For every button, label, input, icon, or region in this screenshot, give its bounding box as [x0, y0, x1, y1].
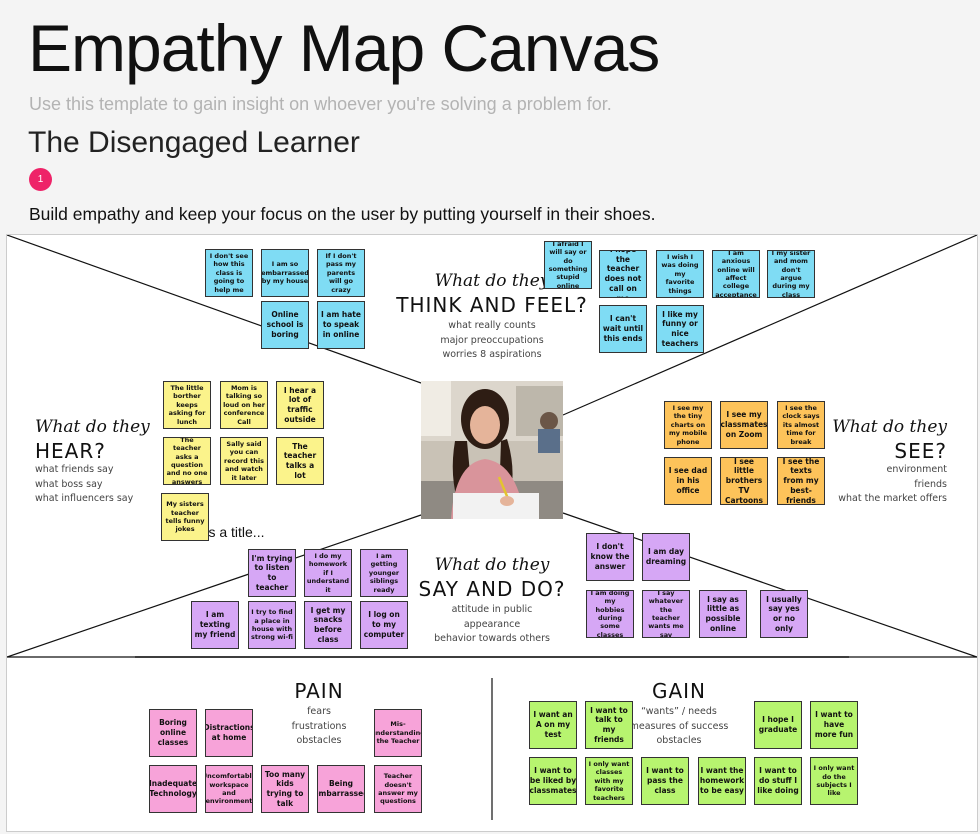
- sticky-note-say[interactable]: I am getting younger siblings ready: [360, 549, 408, 597]
- sticky-note-pain[interactable]: Too many kids trying to talk: [261, 765, 309, 813]
- sticky-note-think[interactable]: I afraid I will say or do something stup…: [544, 241, 592, 289]
- sticky-note-think[interactable]: I my sister and mom don't argue during m…: [767, 250, 815, 298]
- sticky-note-think[interactable]: I don't see how this class is going to h…: [205, 249, 253, 297]
- sticky-note-see[interactable]: I see the clock says its almost time for…: [777, 401, 825, 449]
- sticky-note-say[interactable]: I say as little as possible online: [699, 590, 747, 638]
- sticky-note-see[interactable]: I see my the tiny charts on my mobile ph…: [664, 401, 712, 449]
- page-description: Build empathy and keep your focus on the…: [29, 204, 656, 224]
- sticky-note-see[interactable]: I see the texts from my best-friends: [777, 457, 825, 505]
- sticky-note-hear[interactable]: My sisters teacher tells funny jokes: [161, 493, 209, 541]
- sticky-note-gain[interactable]: I want to do stuff I like doing: [754, 757, 802, 805]
- think-heading: THINK AND FEEL?: [396, 293, 588, 317]
- sticky-note-say[interactable]: I am doing my hobbies during some classe…: [586, 590, 634, 638]
- sticky-note-gain[interactable]: I only want do the subjects I like: [810, 757, 858, 805]
- sticky-note-gain[interactable]: I want to have more fun: [810, 701, 858, 749]
- sticky-note-hear[interactable]: Sally said you can record this and watch…: [220, 437, 268, 485]
- sticky-note-say[interactable]: I say whatever the teacher wants me say: [642, 590, 690, 638]
- sticky-note-hear[interactable]: The little borther keeps asking for lunc…: [163, 381, 211, 429]
- sticky-note-say[interactable]: I log on to my computer: [360, 601, 408, 649]
- sticky-note-think[interactable]: I am so embarrassed by my house: [261, 249, 309, 297]
- sticky-note-see[interactable]: I see little brothers TV Cartoons: [720, 457, 768, 505]
- sticky-note-think[interactable]: I wish I was doing my favorite things: [656, 250, 704, 298]
- sticky-note-gain[interactable]: I want to talk to my friends: [585, 701, 633, 749]
- sticky-note-gain[interactable]: I only want classes with my favorite tea…: [585, 757, 633, 805]
- sticky-note-gain[interactable]: I want an A on my test: [529, 701, 577, 749]
- sticky-note-say[interactable]: I don't know the answer: [586, 533, 634, 581]
- sticky-note-pain[interactable]: Teacher doesn't answer my questions: [374, 765, 422, 813]
- sticky-note-say[interactable]: I am texting my friend: [191, 601, 239, 649]
- sticky-note-pain[interactable]: Boring online classes: [149, 709, 197, 757]
- sticky-note-pain[interactable]: Distractions at home: [205, 709, 253, 757]
- sticky-note-think[interactable]: Online school is boring: [261, 301, 309, 349]
- see-heading: SEE?: [894, 439, 947, 463]
- sticky-note-think[interactable]: I am anxious online will affect college …: [712, 250, 760, 298]
- sticky-note-gain[interactable]: I want the homework to be easy: [698, 757, 746, 805]
- hear-script: What do they: [35, 417, 150, 437]
- sticky-note-say[interactable]: I'm trying to listen to teacher: [248, 549, 296, 597]
- sticky-note-gain[interactable]: I want to be liked by classmates: [529, 757, 577, 805]
- think-script: What do they: [434, 271, 550, 291]
- pain-heading: PAIN: [294, 679, 344, 703]
- sticky-note-pain[interactable]: Being embarrassed: [317, 765, 365, 813]
- comment-badge[interactable]: 1: [29, 168, 52, 191]
- sticky-note-pain[interactable]: Mis-understanding the Teacher: [374, 709, 422, 757]
- persona-title: The Disengaged Learner: [28, 126, 360, 159]
- sticky-note-say[interactable]: I try to find a place in house with stro…: [248, 601, 296, 649]
- sticky-note-think[interactable]: I can't wait until this ends: [599, 305, 647, 353]
- sticky-note-think[interactable]: I hope the teacher does not call on me: [599, 250, 647, 298]
- sticky-note-see[interactable]: I see my classmates on Zoom: [720, 401, 768, 449]
- sticky-note-think[interactable]: If I don't pass my parents will go crazy: [317, 249, 365, 297]
- persona-photo: [421, 381, 563, 519]
- sticky-note-see[interactable]: I see dad in his office: [664, 457, 712, 505]
- canvas-lines: [7, 235, 977, 820]
- sticky-note-pain[interactable]: Inadequate Technology: [149, 765, 197, 813]
- see-script: What do they: [832, 417, 947, 437]
- page-subtitle: Use this template to gain insight on who…: [29, 94, 612, 114]
- gain-heading: GAIN: [651, 679, 707, 703]
- say-heading: SAY AND DO?: [418, 577, 566, 601]
- sticky-note-say[interactable]: I am day dreaming: [642, 533, 690, 581]
- say-script: What do they: [434, 555, 550, 575]
- sticky-note-say[interactable]: I get my snacks before class: [304, 601, 352, 649]
- sticky-note-hear[interactable]: I hear a lot of traffic outside: [276, 381, 324, 429]
- sticky-note-hear[interactable]: The teacher asks a question and no one a…: [163, 437, 211, 485]
- sticky-note-gain[interactable]: I hope I graduate: [754, 701, 802, 749]
- page-title: Empathy Map Canvas: [28, 11, 660, 85]
- sticky-note-hear[interactable]: Mom is talking so loud on her conference…: [220, 381, 268, 429]
- sticky-note-say[interactable]: I usually say yes or no only: [760, 590, 808, 638]
- sticky-note-pain[interactable]: Uncomfortable workspace and environment: [205, 765, 253, 813]
- sticky-note-think[interactable]: I like my funny or nice teachers: [656, 305, 704, 353]
- empathy-map-canvas[interactable]: What do they THINK AND FEEL? what really…: [6, 234, 978, 832]
- sticky-note-gain[interactable]: I want to pass the class: [641, 757, 689, 805]
- sticky-note-hear[interactable]: The teacher talks a lot: [276, 437, 324, 485]
- hear-heading: HEAR?: [35, 439, 106, 463]
- sticky-note-say[interactable]: I do my homework if I understand it: [304, 549, 352, 597]
- sticky-note-think[interactable]: I am hate to speak in online: [317, 301, 365, 349]
